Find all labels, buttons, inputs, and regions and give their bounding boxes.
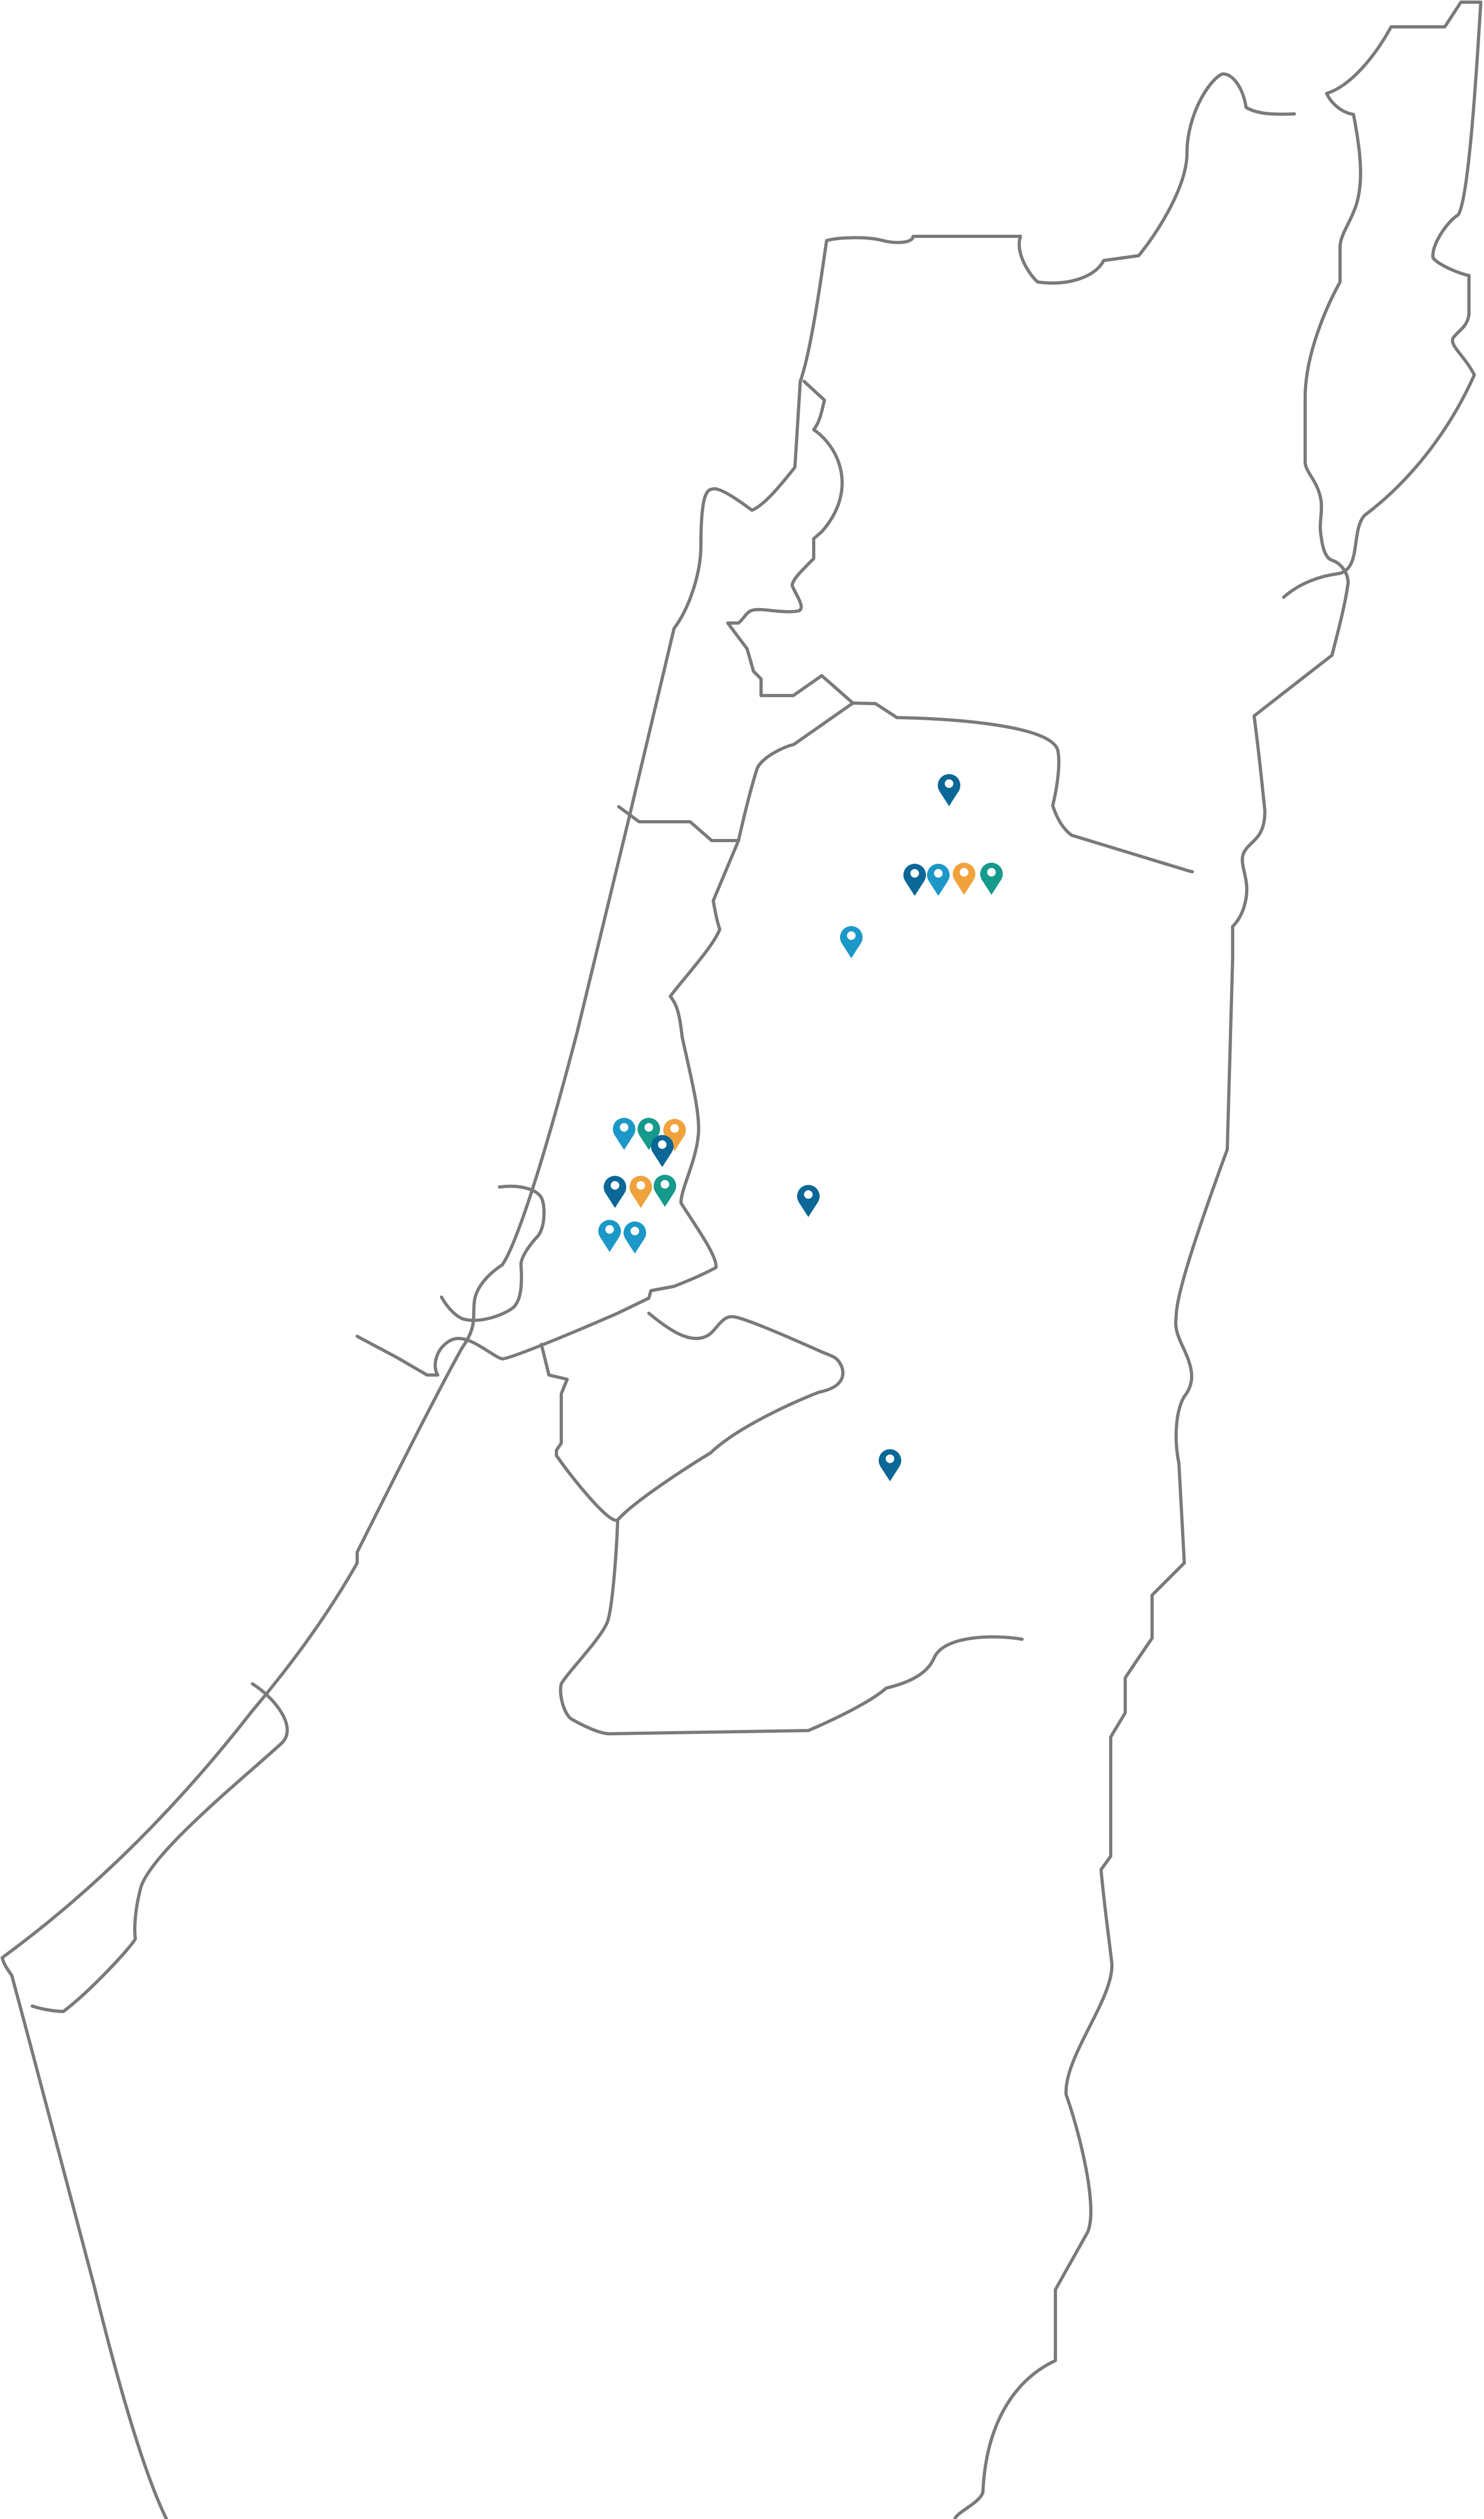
marker-10[interactable] — [651, 1135, 674, 1167]
marker-14[interactable] — [598, 1220, 621, 1252]
map-pin-icon — [953, 863, 975, 895]
map-pin-icon — [651, 1135, 674, 1167]
marker-dot — [661, 1180, 669, 1189]
map-pin-icon — [879, 1449, 901, 1481]
marker-dot — [910, 869, 919, 878]
district-line-golan — [1282, 1, 1482, 599]
map-pin-icon — [663, 1119, 686, 1151]
marker-dot — [605, 1225, 614, 1234]
marker-1[interactable] — [938, 774, 960, 806]
marker-dot — [804, 1190, 813, 1199]
marker-4[interactable] — [953, 863, 975, 895]
district-line-gaza — [31, 1682, 289, 2013]
marker-dot — [611, 1181, 619, 1190]
map-pin-icon — [938, 774, 960, 806]
district-line-tel-aviv — [440, 1184, 546, 1322]
marker-dot — [886, 1454, 894, 1463]
marker-16[interactable] — [797, 1185, 820, 1217]
district-line-jerusalem — [540, 1312, 845, 1522]
map-pin-icon — [654, 1175, 676, 1207]
marker-dot — [636, 1181, 645, 1190]
marker-3[interactable] — [926, 864, 950, 896]
map-pin-icon — [598, 1220, 621, 1252]
map-pin-icon — [926, 864, 950, 896]
marker-6[interactable] — [840, 926, 863, 958]
marker-dot — [670, 1124, 679, 1133]
map-pin-icon — [840, 926, 863, 958]
coastline — [1, 239, 828, 2519]
marker-9[interactable] — [663, 1119, 686, 1151]
marker-13[interactable] — [654, 1175, 676, 1207]
marker-dot — [658, 1140, 667, 1149]
map-pin-icon — [629, 1176, 653, 1208]
marker-5[interactable] — [980, 863, 1003, 895]
marker-15[interactable] — [623, 1221, 646, 1254]
district-line-galilee-north — [726, 380, 1194, 873]
marker-dot — [934, 869, 943, 878]
marker-dot — [645, 1123, 653, 1132]
marker-layer — [598, 774, 1003, 1481]
map-pin-icon — [613, 1118, 636, 1150]
northern-border — [825, 72, 1296, 285]
marker-12[interactable] — [629, 1176, 653, 1208]
marker-8[interactable] — [638, 1118, 661, 1150]
marker-11[interactable] — [604, 1176, 626, 1208]
marker-dot — [987, 868, 996, 877]
marker-2[interactable] — [903, 864, 926, 896]
marker-7[interactable] — [613, 1118, 636, 1150]
district-line-south — [559, 1518, 1024, 1735]
map-pin-icon — [797, 1185, 820, 1217]
district-line-center — [356, 839, 740, 1377]
map-pin-icon — [623, 1221, 646, 1254]
marker-17[interactable] — [879, 1449, 901, 1481]
marker-dot — [631, 1227, 639, 1235]
marker-dot — [945, 779, 953, 788]
marker-dot — [620, 1123, 628, 1132]
district-line-haifa — [617, 701, 855, 842]
map-pin-icon — [903, 864, 926, 896]
marker-dot — [960, 868, 968, 877]
map-pin-icon — [604, 1176, 626, 1208]
marker-dot — [847, 931, 856, 940]
map-pin-icon — [638, 1118, 661, 1150]
outer-boundary — [953, 1, 1482, 2519]
map-pin-icon — [980, 863, 1003, 895]
